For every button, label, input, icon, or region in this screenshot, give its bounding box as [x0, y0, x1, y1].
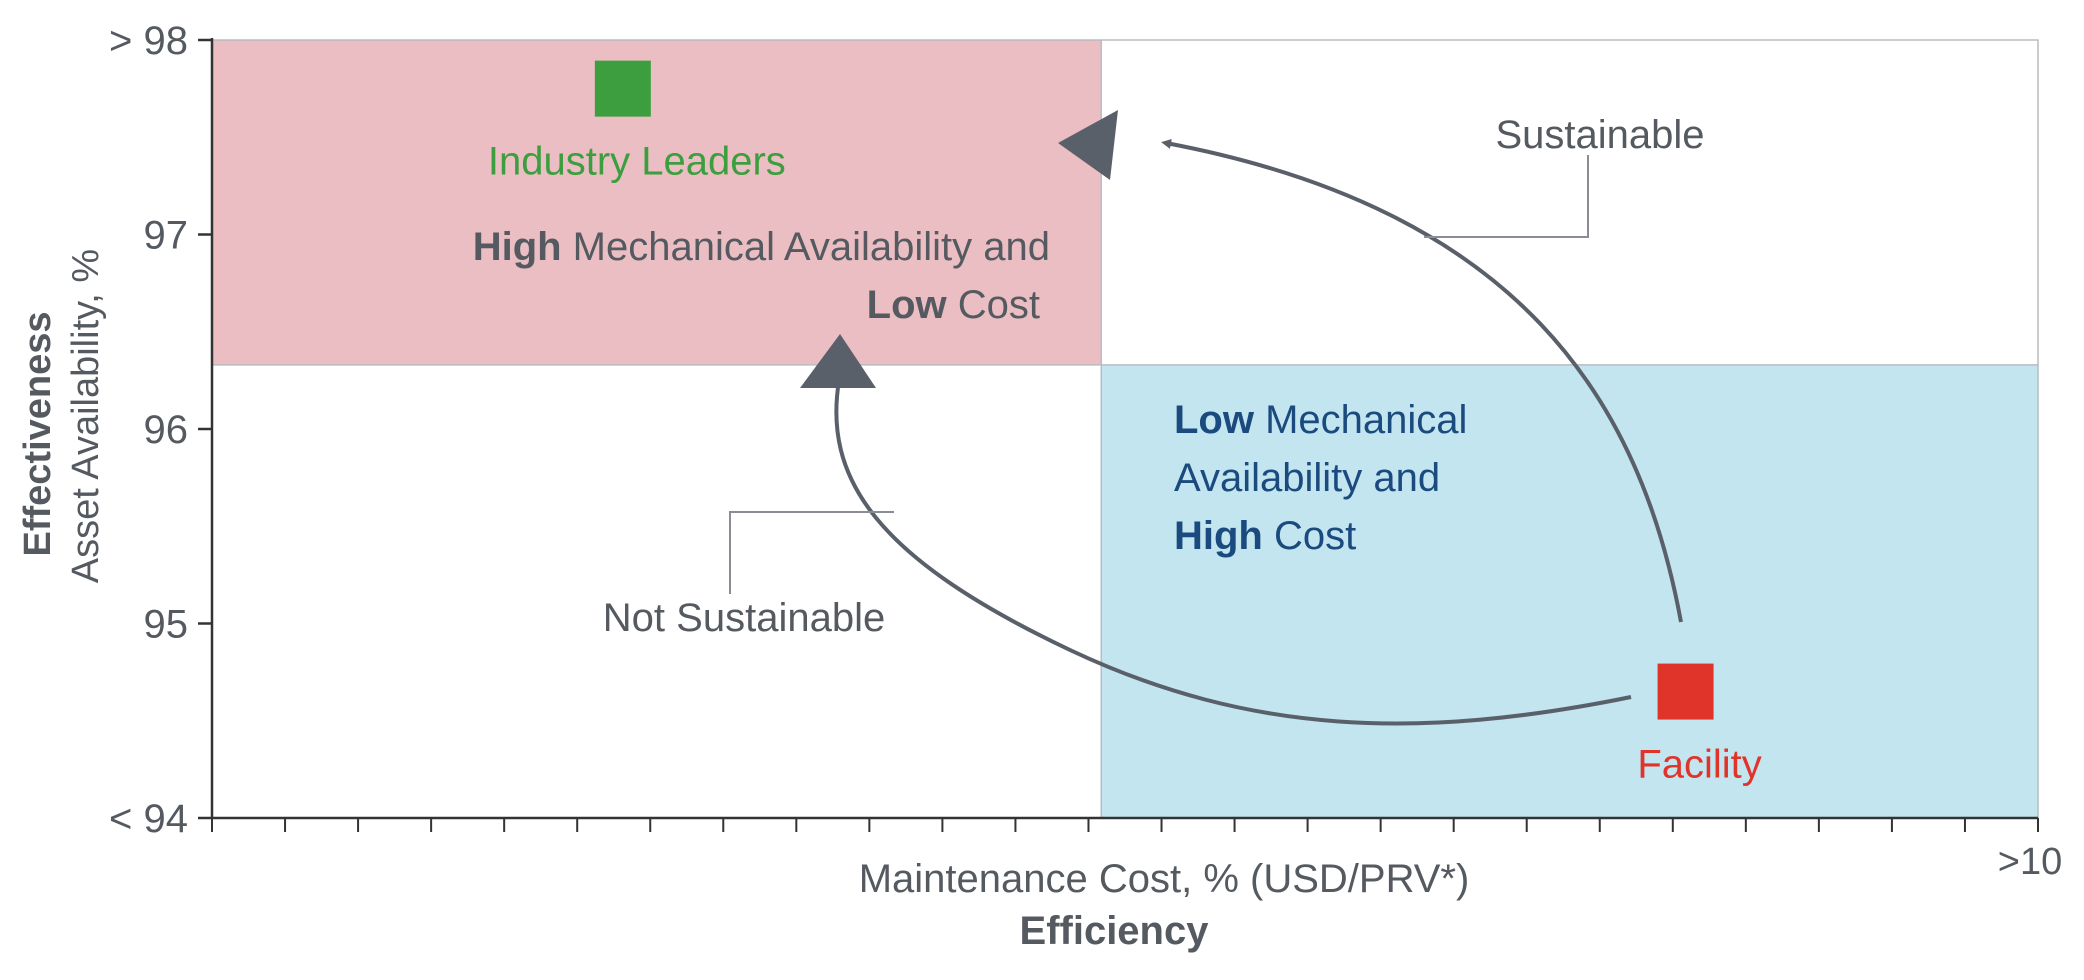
not-sustainable-label: Not Sustainable: [603, 596, 885, 640]
quadrant-top-left-line1-bold: High: [473, 225, 562, 269]
y-axis-subtitle: Asset Availability, %: [65, 249, 107, 583]
quadrant-top-left-line2: Low Cost: [867, 283, 1040, 327]
quadrant-low-availability-high-cost: [1101, 364, 2038, 818]
quadrant-bottom-right-line1-bold: Low: [1174, 398, 1255, 442]
quadrant-bottom-right-line2: Availability and: [1174, 456, 1440, 500]
quadrant-top-left-line2-rest: Cost: [947, 283, 1040, 327]
quadrant-bottom-right-line3-rest: Cost: [1263, 514, 1356, 558]
y-axis-title: Effectiveness: [17, 311, 59, 556]
facility-marker: [1657, 663, 1714, 720]
not-sustainable-callout-line: [729, 511, 894, 594]
industry-leaders-marker: [594, 60, 651, 117]
sustainable-callout-line: [1424, 155, 1589, 238]
sustainable-label: Sustainable: [1495, 113, 1704, 157]
quadrant-bottom-right-line3-bold: High: [1174, 514, 1263, 558]
quadrant-bottom-right-line1: Low Mechanical: [1174, 398, 1467, 442]
y-tick-label: > 98: [109, 19, 188, 63]
x-axis-title: Efficiency: [1020, 909, 1210, 953]
industry-leaders-label: Industry Leaders: [488, 140, 786, 184]
not-sustainable-path-arrow: [834, 374, 1632, 726]
sustainable-path-arrow: [1161, 139, 1683, 623]
x-axis-label: Maintenance Cost, % (USD/PRV*): [859, 857, 1470, 901]
quadrant-bottom-right-line3: High Cost: [1174, 514, 1356, 558]
quadrant-high-availability-low-cost: [212, 40, 1102, 365]
facility-label: Facility: [1637, 743, 1761, 787]
quadrant-top-left-line1-rest: Mechanical Availability and: [562, 225, 1050, 269]
x-axis-ticks: [211, 818, 2039, 832]
sustainable-arrowhead-icon: [1058, 110, 1118, 180]
quadrant-top-left-line2-bold: Low: [867, 283, 948, 327]
y-axis-ticks: > 98 97 96 95 < 94: [109, 19, 212, 841]
y-tick-label: < 94: [109, 797, 188, 841]
not-sustainable-arrowhead-icon: [800, 334, 876, 388]
y-tick-label: 96: [144, 408, 189, 452]
y-tick-label: 95: [144, 603, 189, 647]
y-tick-label: 97: [144, 214, 189, 258]
x-axis-max-label: >10: [1998, 841, 2062, 883]
quadrant-bottom-right-line1-rest: Mechanical: [1254, 398, 1467, 442]
quadrant-top-left-line1: High Mechanical Availability and: [473, 225, 1050, 269]
